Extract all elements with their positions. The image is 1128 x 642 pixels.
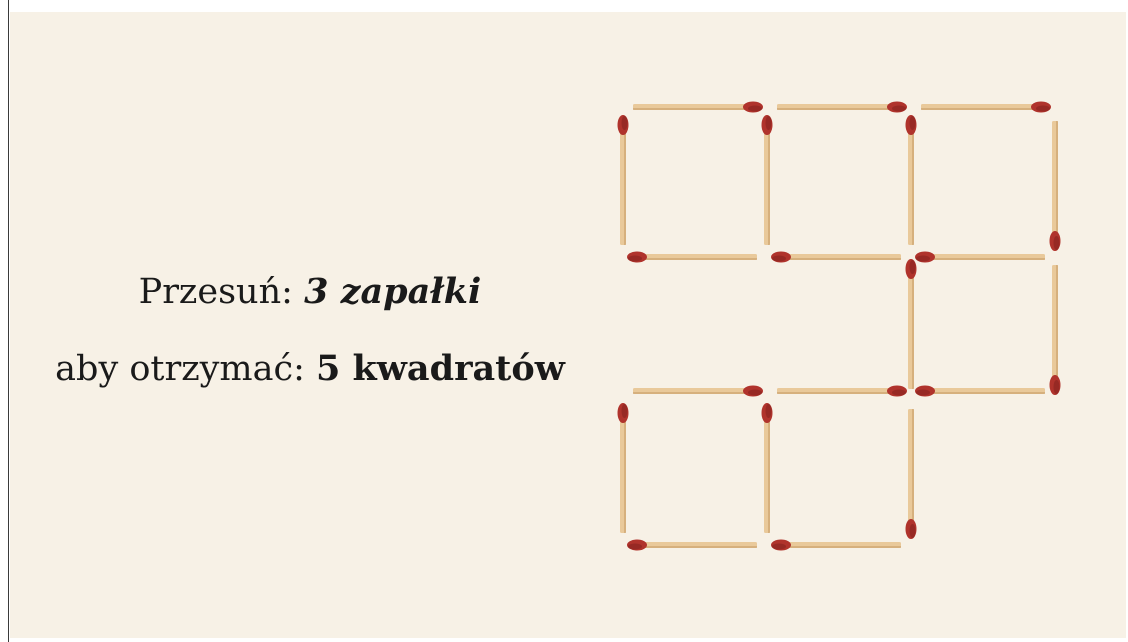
matchstick[interactable] — [627, 252, 757, 263]
matchstick[interactable] — [915, 252, 1045, 263]
matchstick[interactable] — [906, 115, 917, 245]
matchstick[interactable] — [618, 403, 629, 533]
matchstick[interactable] — [1050, 265, 1061, 395]
matchstick[interactable] — [627, 540, 757, 551]
puzzle-board: Przesuń: 3 zapałki aby otrzymać: 5 kwadr… — [10, 12, 1126, 638]
matchstick[interactable] — [921, 102, 1051, 113]
matchstick[interactable] — [762, 403, 773, 533]
matchstick-puzzle — [10, 12, 1126, 638]
matchstick[interactable] — [906, 259, 917, 389]
matchstick[interactable] — [906, 409, 917, 539]
matchstick[interactable] — [1050, 121, 1061, 251]
matchstick[interactable] — [777, 386, 907, 397]
matchstick[interactable] — [633, 386, 763, 397]
left-border — [8, 0, 9, 642]
matchstick[interactable] — [633, 102, 763, 113]
matchstick[interactable] — [618, 115, 629, 245]
matchstick[interactable] — [777, 102, 907, 113]
matchstick[interactable] — [771, 540, 901, 551]
matchstick[interactable] — [762, 115, 773, 245]
matchstick[interactable] — [771, 252, 901, 263]
matchstick[interactable] — [915, 386, 1045, 397]
